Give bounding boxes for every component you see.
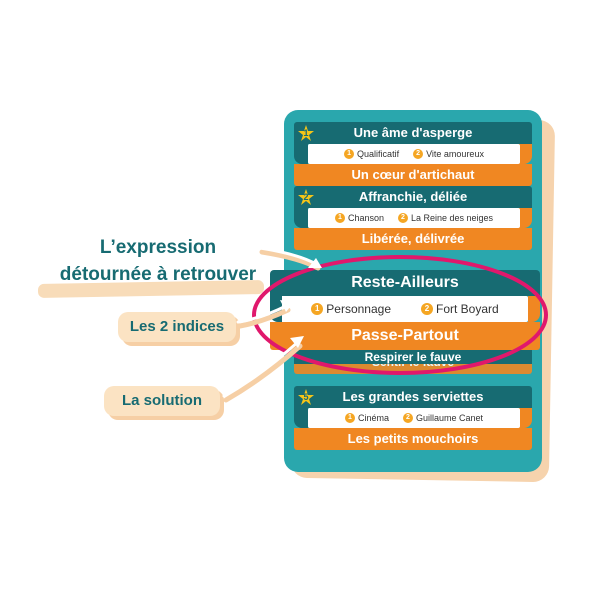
highlight-ellipse [252,255,548,375]
hint-2-icon: 2 [402,413,413,423]
ribbon-curl-right [518,408,532,428]
hint-2-icon: 2 [397,213,408,223]
ribbon-curl-left [294,408,308,428]
star-number-icon: 2 [298,189,314,205]
highlighted-solution: Passe-Partout [270,322,540,350]
arrow-shadow [237,307,291,329]
hint-1-icon: 1 [344,149,355,159]
arrow-head-icon [308,258,322,268]
ribbon-curl-right [528,296,540,322]
arrow-head-icon [280,300,294,312]
hint-1-icon: 1 [311,303,324,315]
row-title: Affranchie, déliée [294,186,532,208]
arrow-head-icon [290,336,304,348]
hint-1-icon: 1 [344,413,355,423]
card-row-4-title: Respirer le fauve [294,350,532,364]
hint-2-icon: 2 [421,303,433,315]
arrow-to-solution [222,340,300,398]
star-number-icon: 1 [298,125,314,141]
hints-label: Les 2 indices [118,312,236,342]
row-solution: Un cœur d'artichaut [294,164,532,186]
ribbon-curl-right [518,208,532,228]
solution-label: La solution [104,386,220,416]
expression-label-line1: L’expression [99,237,217,258]
hint-2-icon: 2 [413,149,424,159]
hint-1-icon: 1 [334,213,345,223]
ribbon-curl-left [294,144,308,164]
row-solution: Les petits mouchoirs [294,428,532,450]
row-title: Une âme d'asperge [294,122,532,144]
row-title: Les grandes serviettes [294,386,532,408]
highlighted-title: Reste-Ailleurs [270,270,540,296]
row-solution: Libérée, délivrée [294,228,532,250]
arrow-to-hints [236,304,288,324]
expression-label-line2: détournée à retrouver [59,264,257,285]
ribbon-curl-right [518,144,532,164]
expression-label: L’expression détournée à retrouver [40,234,276,288]
arrow-shadow [223,343,303,403]
star-number-icon: 5 [298,389,314,405]
ribbon-curl-left [294,208,308,228]
